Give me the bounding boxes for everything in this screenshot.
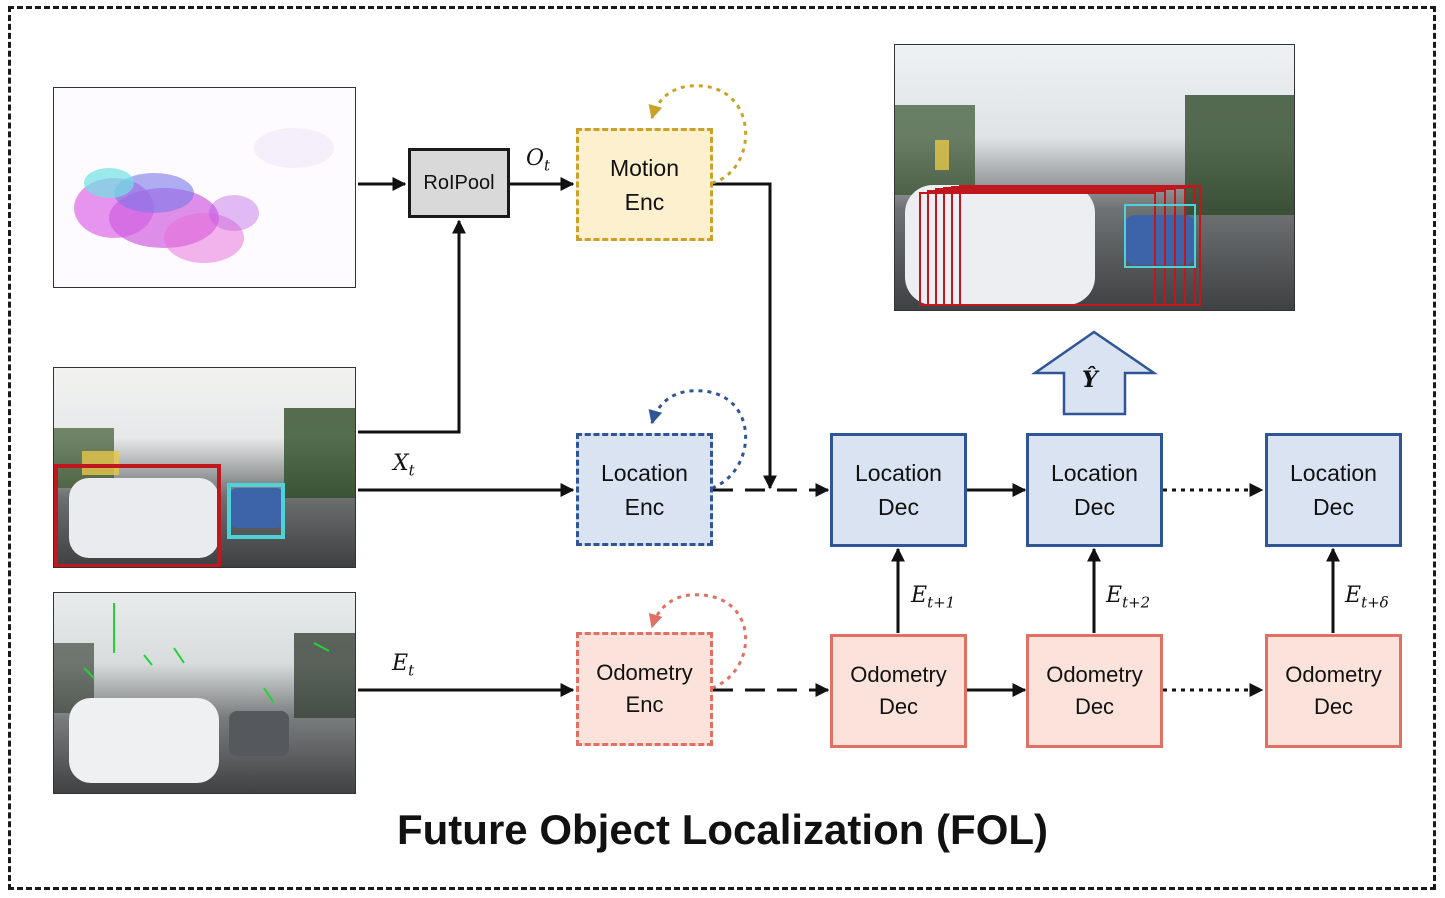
label-e-t-plus-delta-sub: t+δ <box>1361 593 1389 612</box>
output-prediction-scene <box>895 95 1294 306</box>
label-y-hat: Ŷ <box>1082 367 1098 393</box>
label-o-t-sub: t <box>544 156 551 175</box>
odometry-decoder-2-line2: Dec <box>1074 694 1115 719</box>
location-decoder-1: Location Dec <box>830 433 967 547</box>
odometry-decoder-2: Odometry Dec <box>1026 634 1163 748</box>
motion-encoder: Motion Enc <box>576 128 713 241</box>
location-encoder-line2: Enc <box>624 493 665 520</box>
motion-enc-recurrent-loop <box>648 84 748 185</box>
output-prediction-image <box>894 44 1295 311</box>
location-decoder-3-line1: Location <box>1290 460 1377 486</box>
optical-flow-blobs <box>74 128 334 263</box>
label-e-t-plus-1-sub: t+1 <box>927 593 956 612</box>
odometry-decoder-2-line1: Odometry <box>1046 662 1143 687</box>
odometry-decoder-1-line1: Odometry <box>850 662 947 687</box>
motion-encoder-line1: Motion <box>609 154 680 181</box>
odometry-decoder-1: Odometry Dec <box>830 634 967 748</box>
label-y-hat-text: Ŷ <box>1082 367 1098 393</box>
odometry-frame-image <box>53 592 356 794</box>
roipool-label: RoIPool <box>423 171 495 194</box>
location-encoder-line1: Location <box>601 459 688 486</box>
rgb-frame-scene <box>54 408 355 567</box>
location-decoder-1-line2: Dec <box>878 494 919 520</box>
label-e-t-plus-delta-base: E <box>1345 583 1362 608</box>
label-e-t-plus-2: Et+2 <box>1106 583 1150 611</box>
label-e-t-plus-delta: Et+δ <box>1345 583 1389 611</box>
odometry-encoder-line2: Enc <box>625 692 664 717</box>
label-o-t-base: O <box>526 146 545 171</box>
label-e-t-base: E <box>392 651 409 676</box>
label-o-t: Ot <box>526 146 550 174</box>
location-decoder-2: Location Dec <box>1026 433 1163 547</box>
location-decoder-2-line1: Location <box>1051 460 1138 486</box>
label-x-t-sub: t <box>408 461 415 480</box>
label-e-t: Et <box>392 651 414 679</box>
odometry-decoder-3: Odometry Dec <box>1265 634 1402 748</box>
location-decoder-2-line2: Dec <box>1074 494 1115 520</box>
label-e-t-plus-2-base: E <box>1106 583 1123 608</box>
odometry-enc-recurrent-loop <box>648 593 748 690</box>
output-block-arrow <box>1031 330 1159 416</box>
odometry-encoder: Odometry Enc <box>576 632 713 746</box>
location-decoder-3-line2: Dec <box>1313 494 1354 520</box>
arrow-motion-to-junction <box>713 182 777 490</box>
odometry-decoder-1-line2: Dec <box>878 694 919 719</box>
rgb-frame-image <box>53 367 356 568</box>
label-x-t-base: X <box>393 451 409 476</box>
label-e-t-plus-1: Et+1 <box>911 583 955 611</box>
motion-encoder-line2: Enc <box>624 188 665 215</box>
label-e-t-plus-1-base: E <box>911 583 928 608</box>
arrow-rgb-to-roipool <box>358 219 466 434</box>
odometry-frame-scene <box>54 603 355 783</box>
label-x-t: Xt <box>393 451 415 479</box>
label-e-t-sub: t <box>408 661 415 680</box>
location-decoder-3: Location Dec <box>1265 433 1402 547</box>
odometry-decoder-3-line1: Odometry <box>1285 662 1382 687</box>
odometry-decoder-3-line2: Dec <box>1313 694 1354 719</box>
location-enc-recurrent-loop <box>648 389 748 490</box>
optical-flow-image <box>53 87 356 288</box>
label-e-t-plus-2-sub: t+2 <box>1122 593 1151 612</box>
diagram-title: Future Object Localization (FOL) <box>397 806 1048 853</box>
location-decoder-1-line1: Location <box>855 460 942 486</box>
diagram-frame <box>8 6 1436 890</box>
roipool-box: RoIPool <box>408 148 510 218</box>
location-encoder: Location Enc <box>576 433 713 546</box>
odometry-encoder-line1: Odometry <box>596 660 693 685</box>
